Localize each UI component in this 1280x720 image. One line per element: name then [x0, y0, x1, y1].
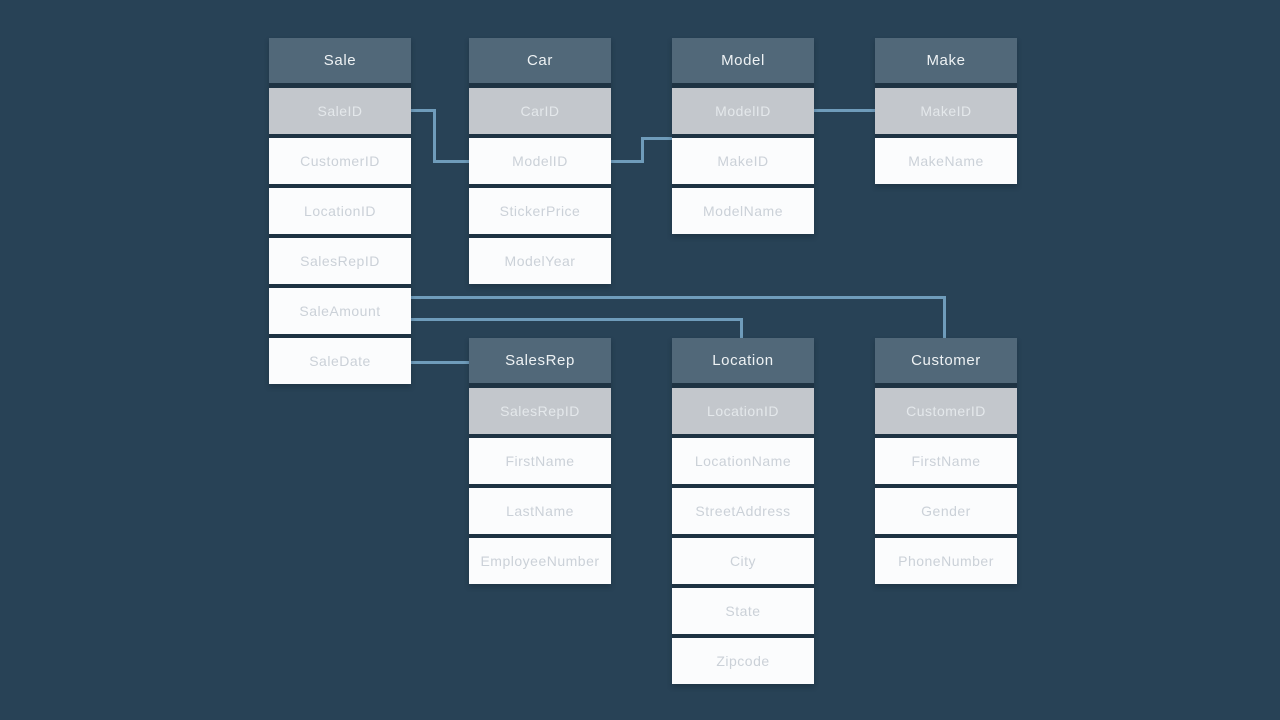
table-model[interactable]: Model ModelID MakeID ModelName — [672, 38, 814, 234]
field-row-employeenumber[interactable]: EmployeeNumber — [469, 538, 611, 584]
table-customer-header[interactable]: Customer — [875, 338, 1017, 383]
field-row-zipcode[interactable]: Zipcode — [672, 638, 814, 684]
field-row-salesrepid[interactable]: SalesRepID — [269, 238, 411, 284]
table-title: Location — [712, 352, 774, 369]
field-label: FirstName — [505, 453, 575, 469]
table-model-header[interactable]: Model — [672, 38, 814, 83]
field-label: ModelID — [512, 153, 568, 169]
field-row-modelyear[interactable]: ModelYear — [469, 238, 611, 284]
table-salesrep[interactable]: SalesRep SalesRepID FirstName LastName E… — [469, 338, 611, 584]
connector-segment[interactable] — [402, 109, 436, 112]
field-row-saleamount[interactable]: SaleAmount — [269, 288, 411, 334]
field-label: MakeID — [717, 153, 769, 169]
table-customer[interactable]: Customer CustomerID FirstName Gender Pho… — [875, 338, 1017, 584]
connector-segment[interactable] — [433, 160, 471, 163]
field-row-city[interactable]: City — [672, 538, 814, 584]
table-title: Customer — [911, 352, 981, 369]
field-label: SalesRepID — [500, 403, 580, 419]
table-title: Sale — [323, 52, 357, 69]
field-row-modelid[interactable]: ModelID — [672, 88, 814, 134]
field-label: State — [725, 603, 761, 619]
field-label: SaleAmount — [299, 303, 381, 319]
connector-segment[interactable] — [403, 318, 743, 321]
field-label: ModelID — [715, 103, 771, 119]
field-label: EmployeeNumber — [480, 553, 600, 569]
table-sale[interactable]: Sale SaleID CustomerID LocationID SalesR… — [269, 38, 411, 384]
table-make-header[interactable]: Make — [875, 38, 1017, 83]
field-row-salesrepid[interactable]: SalesRepID — [469, 388, 611, 434]
field-label: City — [729, 553, 757, 569]
connector-segment[interactable] — [943, 296, 946, 339]
table-title: Car — [527, 52, 553, 69]
field-label: ModelName — [703, 203, 783, 219]
field-row-customerid[interactable]: CustomerID — [269, 138, 411, 184]
connector-segment[interactable] — [804, 109, 876, 112]
field-label: PhoneNumber — [898, 553, 994, 569]
field-label: SaleID — [317, 103, 363, 119]
field-label: LocationID — [707, 403, 779, 419]
field-row-streetaddress[interactable]: StreetAddress — [672, 488, 814, 534]
field-label: LastName — [506, 503, 574, 519]
field-label: Zipcode — [716, 653, 770, 669]
connector-segment[interactable] — [433, 109, 436, 163]
field-row-phonenumber[interactable]: PhoneNumber — [875, 538, 1017, 584]
table-location[interactable]: Location LocationID LocationName StreetA… — [672, 338, 814, 684]
connector-segment[interactable] — [641, 138, 644, 163]
field-label: SalesRepID — [300, 253, 380, 269]
table-title: Model — [721, 52, 765, 69]
field-label: MakeName — [908, 153, 984, 169]
field-label: LocationID — [304, 203, 376, 219]
table-salesrep-header[interactable]: SalesRep — [469, 338, 611, 383]
field-label: ModelYear — [504, 253, 576, 269]
field-row-locationid[interactable]: LocationID — [672, 388, 814, 434]
field-row-locationid[interactable]: LocationID — [269, 188, 411, 234]
field-label: StickerPrice — [499, 203, 581, 219]
connector-segment[interactable] — [641, 137, 674, 140]
field-row-saleid[interactable]: SaleID — [269, 88, 411, 134]
field-row-modelid[interactable]: ModelID — [469, 138, 611, 184]
field-row-firstname[interactable]: FirstName — [469, 438, 611, 484]
field-label: CustomerID — [300, 153, 380, 169]
field-label: SaleDate — [309, 353, 371, 369]
field-row-firstname[interactable]: FirstName — [875, 438, 1017, 484]
table-make[interactable]: Make MakeID MakeName — [875, 38, 1017, 184]
field-row-makeid[interactable]: MakeID — [672, 138, 814, 184]
field-label: CustomerID — [906, 403, 986, 419]
table-title: Make — [926, 52, 966, 69]
table-title: SalesRep — [505, 352, 575, 369]
connector-segment[interactable] — [403, 296, 946, 299]
field-row-makeid[interactable]: MakeID — [875, 88, 1017, 134]
table-car[interactable]: Car CarID ModelID StickerPrice ModelYear — [469, 38, 611, 284]
field-label: FirstName — [911, 453, 981, 469]
field-row-customerid[interactable]: CustomerID — [875, 388, 1017, 434]
table-location-header[interactable]: Location — [672, 338, 814, 383]
field-row-carid[interactable]: CarID — [469, 88, 611, 134]
connector-segment[interactable] — [403, 361, 471, 364]
field-row-state[interactable]: State — [672, 588, 814, 634]
connector-segment[interactable] — [602, 160, 644, 163]
field-row-makename[interactable]: MakeName — [875, 138, 1017, 184]
field-row-modelname[interactable]: ModelName — [672, 188, 814, 234]
field-row-lastname[interactable]: LastName — [469, 488, 611, 534]
field-label: StreetAddress — [695, 503, 791, 519]
connector-segment[interactable] — [740, 318, 743, 339]
field-row-gender[interactable]: Gender — [875, 488, 1017, 534]
field-row-stickerprice[interactable]: StickerPrice — [469, 188, 611, 234]
field-label: LocationName — [694, 453, 792, 469]
table-sale-header[interactable]: Sale — [269, 38, 411, 83]
field-row-locationname[interactable]: LocationName — [672, 438, 814, 484]
field-label: CarID — [520, 103, 560, 119]
field-row-saledate[interactable]: SaleDate — [269, 338, 411, 384]
field-label: Gender — [921, 503, 971, 519]
table-car-header[interactable]: Car — [469, 38, 611, 83]
field-label: MakeID — [920, 103, 972, 119]
